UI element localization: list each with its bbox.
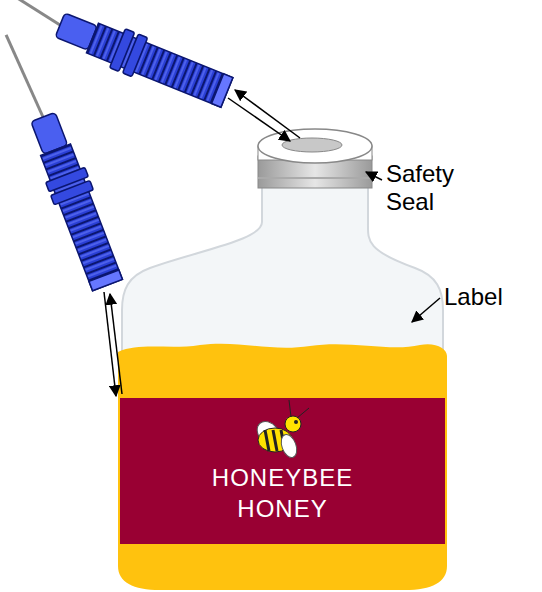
product-label: HONEYBEE HONEY: [120, 398, 445, 544]
callout-label: Label: [444, 283, 534, 311]
honey: [118, 344, 447, 590]
bee-icon: [247, 394, 317, 464]
sensing-beam: [104, 90, 300, 396]
product-name: HONEYBEE HONEY: [198, 462, 368, 524]
callout-label: Safety Seal: [386, 160, 486, 215]
proximity-sensor: [0, 25, 127, 292]
proximity-sensor: [0, 0, 235, 112]
safety-seal: [258, 129, 372, 188]
